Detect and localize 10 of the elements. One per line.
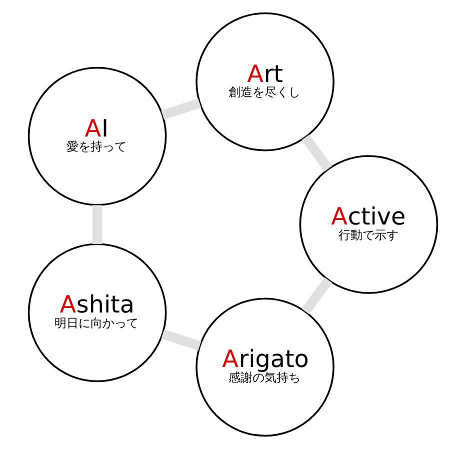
node-circle: Ashita 明日に向かって — [28, 243, 167, 382]
connector — [302, 134, 332, 172]
node-circle: AI 愛を持って — [28, 66, 167, 206]
connector — [161, 329, 202, 350]
node-circle: Art 創造を尽くし — [196, 12, 334, 152]
connector — [161, 98, 202, 120]
node-circle: Active 行動で示す — [299, 155, 438, 294]
node-circle: Arigato 感謝の気持ち — [196, 298, 334, 437]
connector — [302, 277, 332, 314]
connector — [92, 205, 102, 244]
